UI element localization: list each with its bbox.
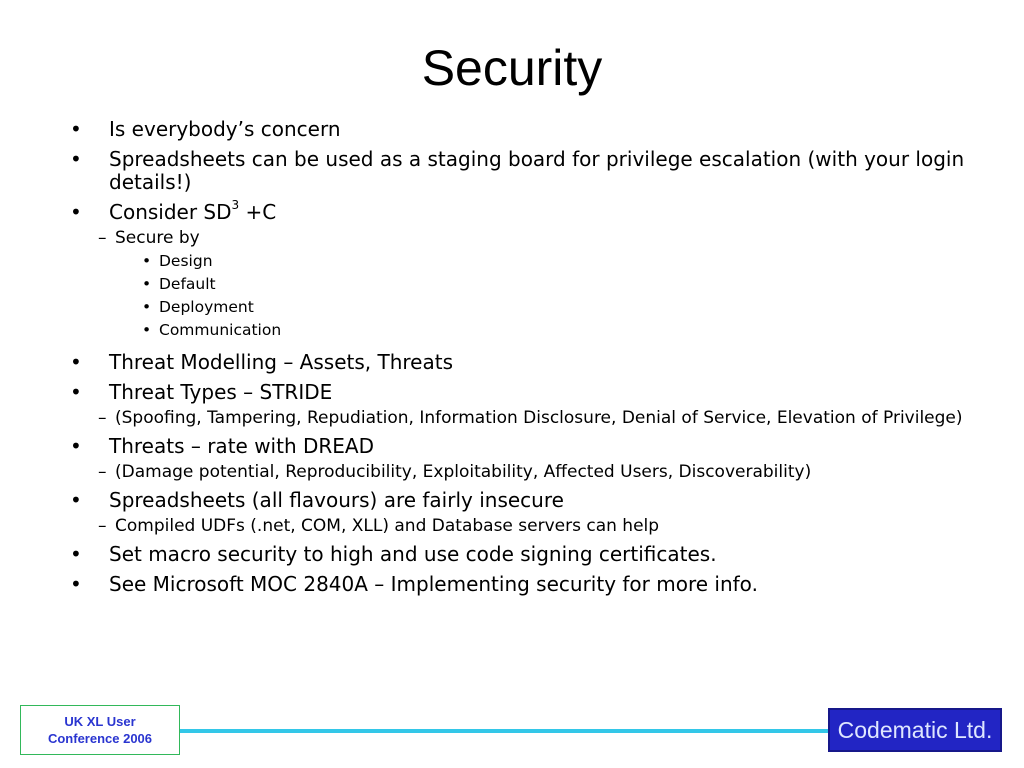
- bullet-threat-types: • Threat Types – STRIDE: [70, 381, 970, 404]
- bullet-concern: • Is everybody’s concern: [70, 118, 970, 141]
- bullet-text: Threat Types – STRIDE: [109, 380, 333, 404]
- bullet-marker: •: [70, 434, 82, 458]
- sub-bullet-text: (Damage potential, Reproducibility, Expl…: [115, 462, 812, 482]
- slide-title: Security: [421, 40, 603, 96]
- sub-sub-bullet-text: Default: [159, 275, 216, 293]
- slide-body: • Is everybody’s concern • Spreadsheets …: [70, 111, 970, 596]
- sub-bullet-secure-by: – Secure by: [70, 228, 970, 248]
- sub-bullet-insecure-detail: – Compiled UDFs (.net, COM, XLL) and Dat…: [70, 516, 970, 536]
- bullet-marker: •: [142, 298, 152, 316]
- bullet-text-suffix: +C: [239, 200, 277, 224]
- bullet-threat-modelling: • Threat Modelling – Assets, Threats: [70, 351, 970, 374]
- sub-bullet-text: Compiled UDFs (.net, COM, XLL) and Datab…: [115, 516, 660, 536]
- bullet-macro: • Set macro security to high and use cod…: [70, 543, 970, 566]
- bullet-text-prefix: Consider SD: [109, 200, 232, 224]
- sub-sub-bullet-text: Communication: [159, 321, 282, 339]
- sub-bullet-stride-detail: – (Spoofing, Tampering, Repudiation, Inf…: [70, 408, 970, 428]
- bullet-text: Spreadsheets can be used as a staging bo…: [109, 147, 965, 194]
- conference-label: UK XL User Conference 2006: [20, 705, 180, 755]
- bullet-marker: •: [142, 252, 152, 270]
- sub-sub-bullet-communication: • Communication: [70, 320, 970, 340]
- bullet-consider: • Consider SD3 +C: [70, 198, 970, 224]
- bullet-marker: •: [70, 380, 82, 404]
- bullet-staging: • Spreadsheets can be used as a staging …: [70, 148, 970, 194]
- bullet-list: • Is everybody’s concern • Spreadsheets …: [70, 118, 970, 596]
- bullet-marker: •: [70, 147, 82, 171]
- bullet-text: See Microsoft MOC 2840A – Implementing s…: [109, 572, 758, 596]
- bullet-insecure: • Spreadsheets (all flavours) are fairly…: [70, 489, 970, 512]
- conference-line-2: Conference 2006: [47, 731, 153, 746]
- dash-marker: –: [98, 516, 107, 536]
- brand-text: Codematic Ltd.: [837, 716, 993, 743]
- sub-sub-bullet-default: • Default: [70, 274, 970, 294]
- bullet-text: Spreadsheets (all flavours) are fairly i…: [109, 488, 564, 512]
- bullet-text: Set macro security to high and use code …: [109, 542, 717, 566]
- sub-sub-bullet-text: Design: [159, 252, 213, 270]
- bullet-marker: •: [70, 542, 82, 566]
- bullet-text: Is everybody’s concern: [109, 117, 341, 141]
- bullet-marker: •: [70, 572, 82, 596]
- sub-bullet-text: Secure by: [115, 228, 200, 248]
- sub-sub-bullet-text: Deployment: [159, 298, 254, 316]
- dash-marker: –: [98, 228, 107, 248]
- bullet-text: Threat Modelling – Assets, Threats: [109, 350, 453, 374]
- bullet-marker: •: [70, 350, 82, 374]
- bullet-marker: •: [70, 200, 82, 224]
- bullet-moc: • See Microsoft MOC 2840A – Implementing…: [70, 573, 970, 596]
- bullet-marker: •: [142, 275, 152, 293]
- sub-sub-bullet-design: • Design: [70, 251, 970, 271]
- sub-bullet-text: (Spoofing, Tampering, Repudiation, Infor…: [115, 408, 963, 428]
- superscript: 3: [231, 198, 240, 213]
- conference-line-1: UK XL User: [64, 714, 136, 729]
- dash-marker: –: [98, 462, 107, 482]
- bullet-dread: • Threats – rate with DREAD: [70, 435, 970, 458]
- bullet-marker: •: [142, 321, 152, 339]
- footer-divider: [180, 729, 828, 733]
- bullet-marker: •: [70, 488, 82, 512]
- sub-bullet-dread-detail: – (Damage potential, Reproducibility, Ex…: [70, 462, 970, 482]
- bullet-text: Threats – rate with DREAD: [109, 434, 374, 458]
- dash-marker: –: [98, 408, 107, 428]
- codematic-logo: Codematic Ltd.: [828, 708, 1002, 752]
- bullet-marker: •: [70, 117, 82, 141]
- sub-sub-bullet-deployment: • Deployment: [70, 297, 970, 317]
